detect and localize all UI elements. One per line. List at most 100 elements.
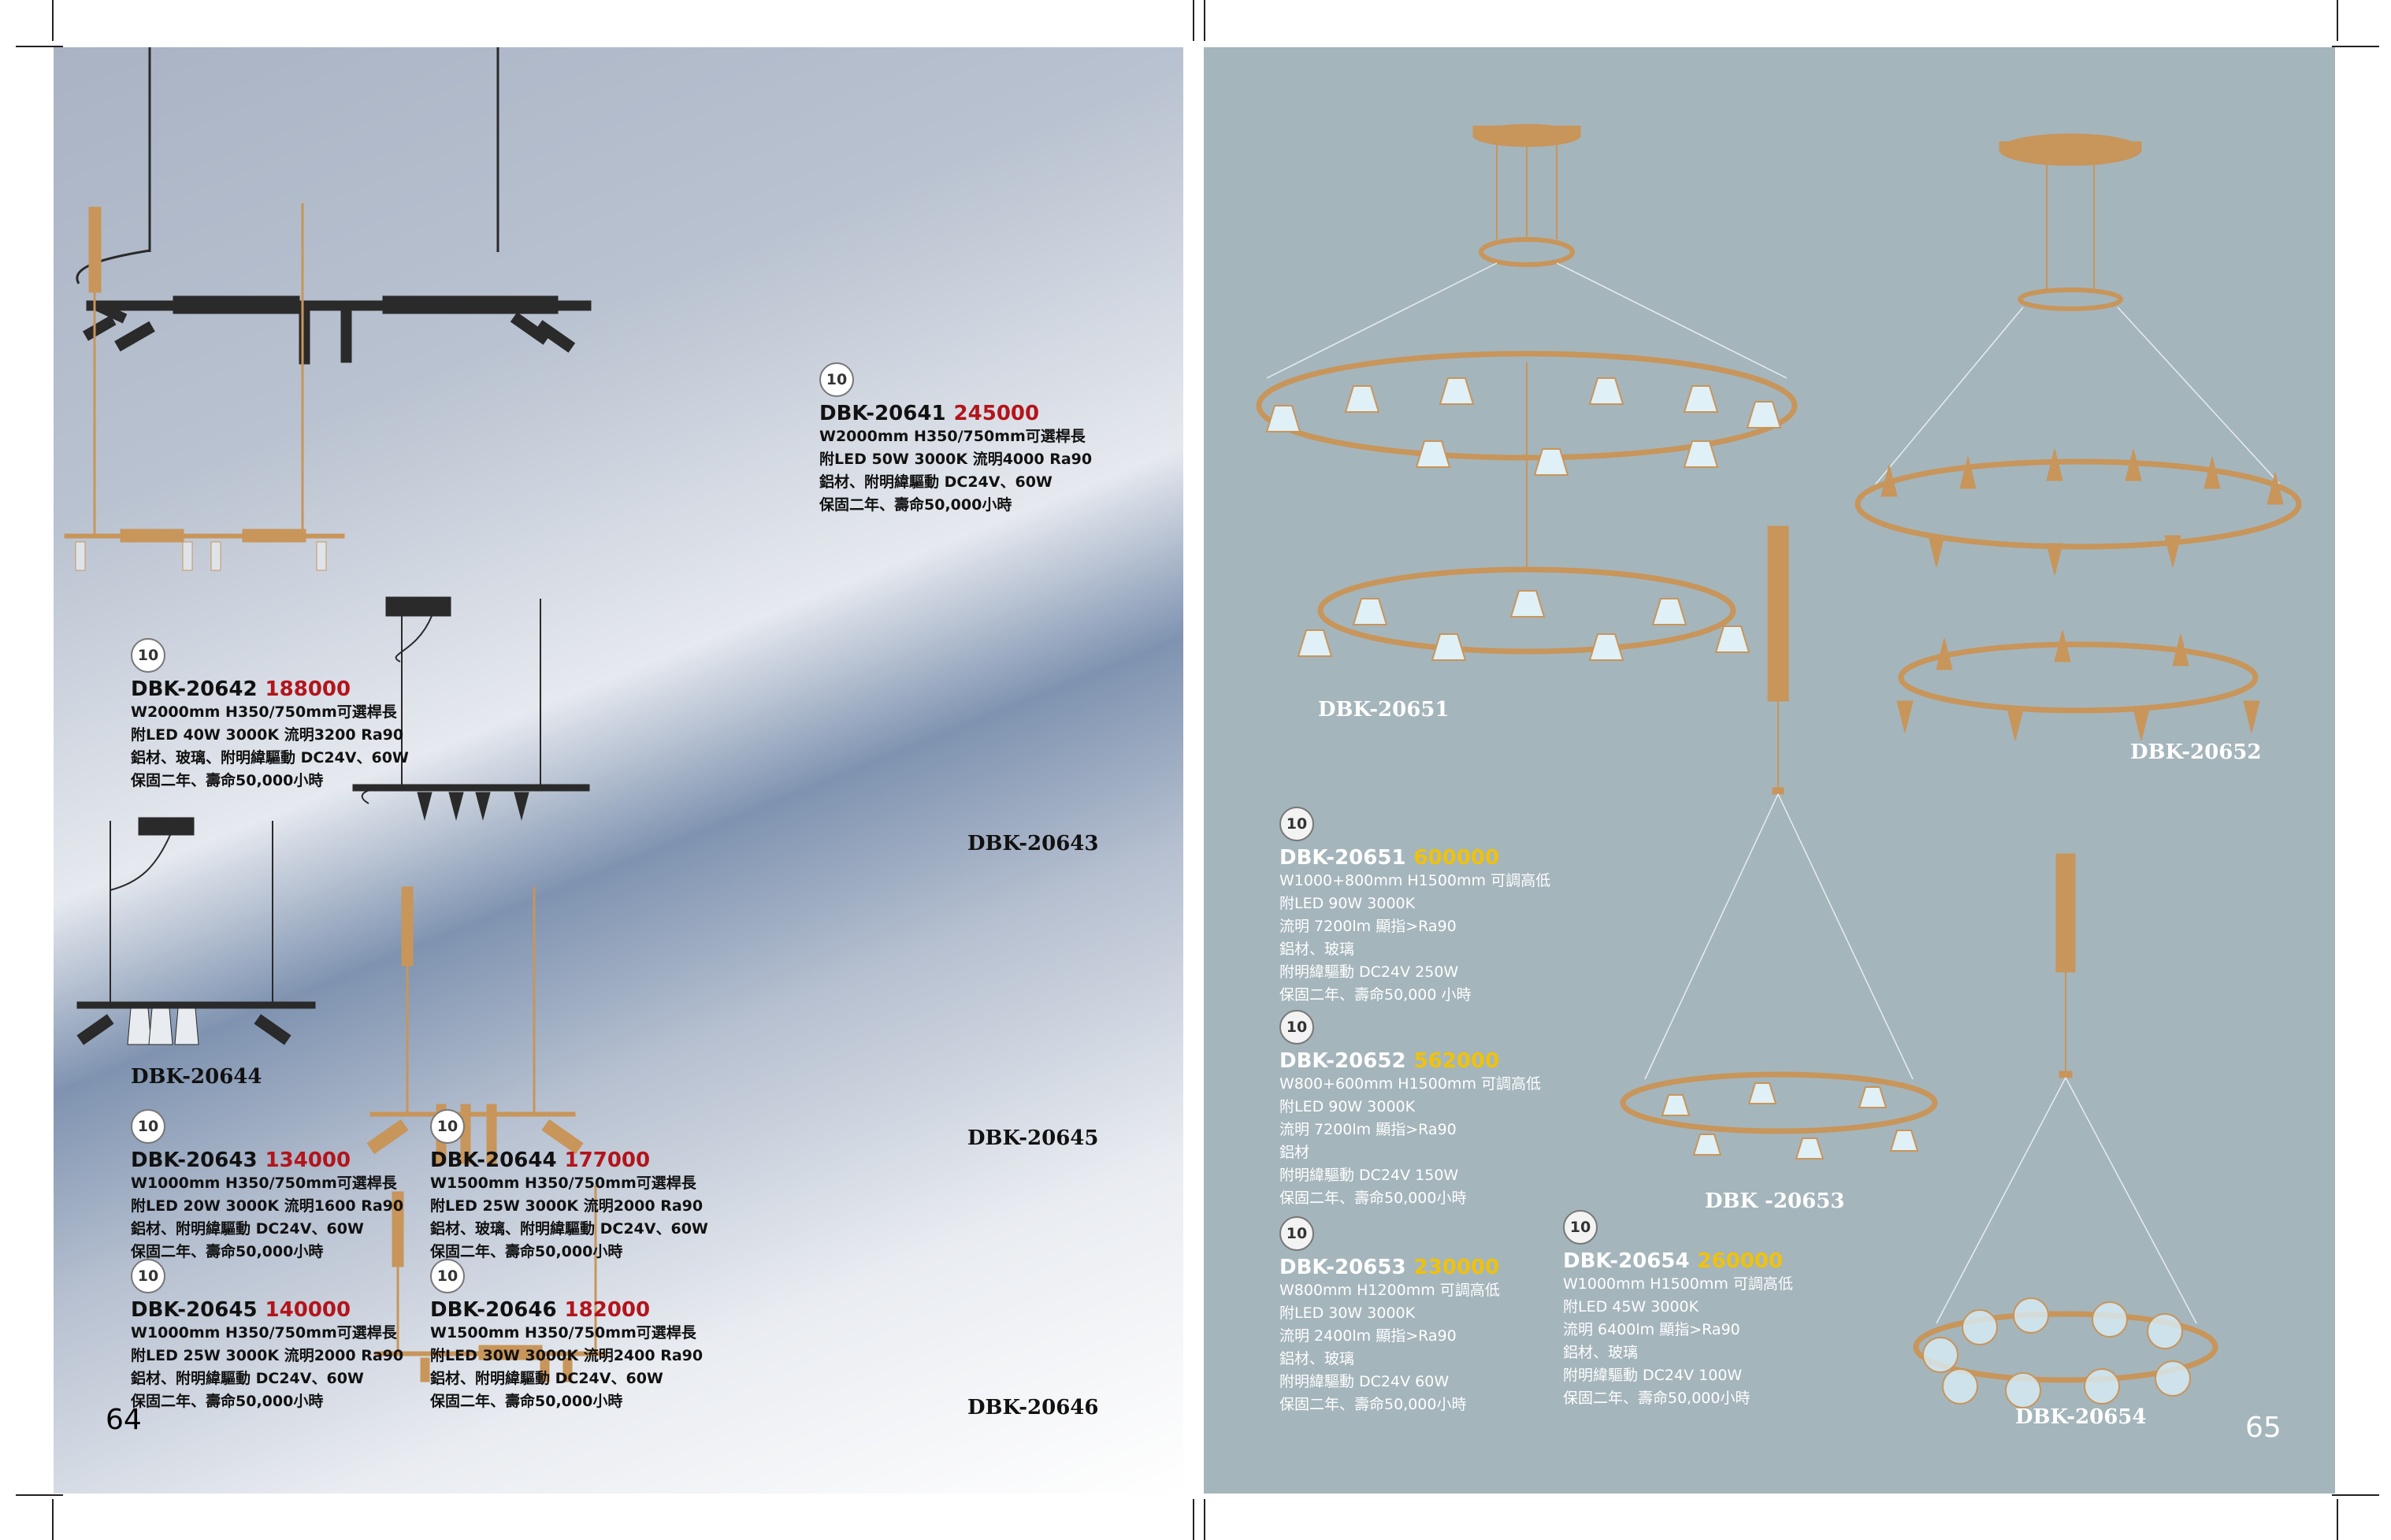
- product-spec: W2000mm H350/750mm可選桿長: [819, 428, 1086, 445]
- page-number: 65: [2245, 1412, 2281, 1444]
- page-number: 64: [106, 1404, 142, 1436]
- product-spec: 流明 7200lm 顯指>Ra90: [1279, 918, 1457, 935]
- product-spec: 鋁材、附明緯驅動 DC24V、60W: [131, 1220, 364, 1238]
- product-price: 134000: [265, 1149, 351, 1172]
- crop-mark: [2337, 0, 2338, 41]
- right-page: DBK-20651 DBK-20652 DBK -20653 DBK-20654…: [1204, 47, 2335, 1494]
- product-code: DBK-20644: [430, 1149, 557, 1172]
- product-code: DBK-20654: [1563, 1249, 1690, 1273]
- product-price: 245000: [953, 402, 1040, 425]
- product-spec: 保固二年、壽命50,000小時: [131, 1393, 324, 1410]
- badge-icon: 10: [131, 1259, 165, 1293]
- product-spec: 保固二年、壽命50,000小時: [1563, 1390, 1751, 1407]
- badge-icon: 10: [1279, 807, 1314, 841]
- product-title: DBK-20652 562000: [1279, 1049, 1541, 1073]
- product-price: 562000: [1413, 1049, 1500, 1073]
- product-dbk-20645: 10 DBK-20645 140000 W1000mm H350/750mm可選桿…: [131, 1259, 403, 1413]
- fixture-dbk-20654-image: [1913, 853, 2218, 1408]
- image-label-dbk-20654: DBK-20654: [2015, 1405, 2147, 1429]
- fixture-dbk-20653-image: [1620, 525, 1938, 1160]
- product-spec: 流明 6400lm 顯指>Ra90: [1563, 1321, 1740, 1338]
- badge-icon: 10: [131, 1109, 165, 1144]
- product-title: DBK-20641 245000: [819, 402, 1092, 425]
- left-page: 10 DBK-20641 245000 W2000mm H350/750mm可選桿…: [54, 47, 1183, 1494]
- product-spec: 流明 7200lm 顯指>Ra90: [1279, 1121, 1457, 1138]
- product-spec: 鋁材、玻璃、附明緯驅動 DC24V、60W: [131, 749, 409, 766]
- fixture-dbk-20643-image: [352, 596, 590, 821]
- image-label-dbk-20643: DBK-20643: [967, 832, 1099, 855]
- crop-mark: [52, 0, 54, 41]
- product-spec: 附明緯驅動 DC24V 100W: [1563, 1367, 1743, 1384]
- product-spec: 附LED 45W 3000K: [1563, 1298, 1699, 1315]
- product-spec: W2000mm H350/750mm可選桿長: [131, 703, 397, 721]
- badge-icon: 10: [430, 1259, 465, 1293]
- product-code: DBK-20645: [131, 1298, 258, 1322]
- fixture-dbk-20652-image: [1855, 133, 2302, 741]
- product-code: DBK-20642: [131, 677, 258, 701]
- product-spec: 保固二年、壽命50,000小時: [131, 1243, 324, 1260]
- product-spec: 保固二年、壽命50,000 小時: [1279, 986, 1472, 1004]
- product-code: DBK-20651: [1279, 846, 1406, 870]
- product-price: 140000: [265, 1298, 351, 1322]
- product-spec: W800+600mm H1500mm 可調高低: [1279, 1075, 1541, 1093]
- product-spec: W1500mm H350/750mm可選桿長: [430, 1174, 696, 1192]
- product-code: DBK-20652: [1279, 1049, 1406, 1073]
- product-code: DBK-20643: [131, 1149, 258, 1172]
- product-price: 182000: [564, 1298, 651, 1322]
- product-spec: 附LED 25W 3000K 流明2000 Ra90: [430, 1197, 704, 1215]
- product-spec: 附明緯驅動 DC24V 250W: [1279, 963, 1459, 981]
- badge-icon: 10: [1563, 1210, 1598, 1245]
- product-price: 230000: [1413, 1256, 1500, 1279]
- crop-mark: [16, 1494, 63, 1496]
- crop-mark: [2332, 1494, 2379, 1496]
- product-spec: W1000+800mm H1500mm 可調高低: [1279, 872, 1551, 889]
- crop-mark: [2337, 1499, 2338, 1540]
- image-label-dbk-20652: DBK-20652: [2130, 740, 2262, 764]
- fixture-dbk-20642-image: [64, 203, 345, 571]
- image-label-dbk-20646: DBK-20646: [967, 1396, 1099, 1419]
- crop-mark: [2332, 46, 2379, 47]
- badge-icon: 10: [430, 1109, 465, 1144]
- product-price: 188000: [265, 677, 351, 701]
- fixture-dbk-20641-image: [76, 47, 592, 365]
- product-spec: 附LED 40W 3000K 流明3200 Ra90: [131, 726, 404, 744]
- product-spec: 流明 2400lm 顯指>Ra90: [1279, 1327, 1457, 1345]
- product-spec: 附LED 50W 3000K 流明4000 Ra90: [819, 451, 1093, 468]
- crop-mark: [1193, 1499, 1194, 1540]
- image-label-dbk-20644: DBK-20644: [131, 1065, 262, 1089]
- product-spec: 保固二年、壽命50,000小時: [131, 772, 324, 789]
- product-spec: 附明緯驅動 DC24V 150W: [1279, 1167, 1459, 1184]
- product-spec: 鋁材、玻璃: [1279, 1350, 1355, 1367]
- product-spec: 附LED 30W 3000K 流明2400 Ra90: [430, 1347, 704, 1364]
- product-spec: 鋁材、附明緯驅動 DC24V、60W: [430, 1370, 663, 1387]
- product-spec: 附明緯驅動 DC24V 60W: [1279, 1373, 1450, 1390]
- product-spec: 鋁材: [1279, 1144, 1310, 1161]
- product-spec: 鋁材、附明緯驅動 DC24V、60W: [131, 1370, 364, 1387]
- product-spec: 附LED 90W 3000K: [1279, 895, 1416, 912]
- product-spec: W1500mm H350/750mm可選桿長: [430, 1324, 696, 1341]
- product-spec: 附LED 30W 3000K: [1279, 1304, 1416, 1322]
- product-spec: 保固二年、壽命50,000小時: [819, 496, 1012, 514]
- product-spec: W1000mm H350/750mm可選桿長: [131, 1324, 397, 1341]
- product-code: DBK-20641: [819, 402, 946, 425]
- product-spec: W1000mm H350/750mm可選桿長: [131, 1174, 397, 1192]
- product-spec: 附LED 20W 3000K 流明1600 Ra90: [131, 1197, 404, 1215]
- fixture-dbk-20644-image: [76, 817, 316, 1045]
- product-price: 177000: [564, 1149, 651, 1172]
- crop-mark: [1204, 0, 1205, 41]
- product-dbk-20644: 10 DBK-20644 177000 W1500mm H350/750mm可選桿…: [430, 1109, 708, 1264]
- image-label-dbk-20645: DBK-20645: [967, 1126, 1099, 1150]
- fixture-dbk-20646-image: [374, 1186, 606, 1382]
- badge-icon: 10: [131, 638, 165, 673]
- product-title: DBK-20645 140000: [131, 1298, 403, 1322]
